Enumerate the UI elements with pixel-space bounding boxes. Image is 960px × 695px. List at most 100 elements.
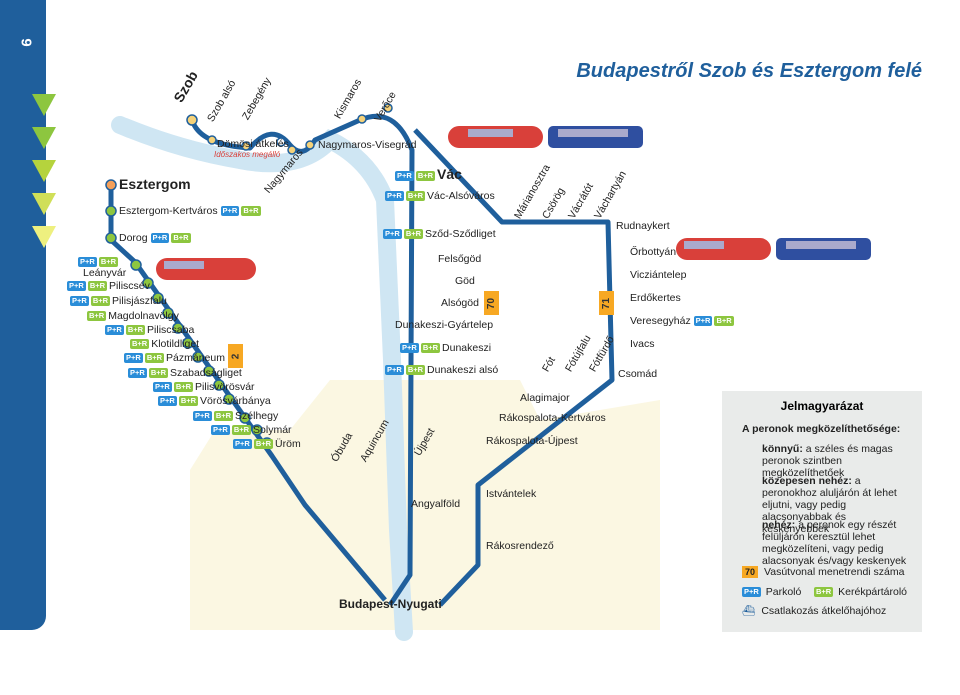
- page-sidebar: 9: [0, 0, 56, 630]
- station-label: Dorog: [119, 232, 148, 244]
- station-dot: [223, 393, 235, 405]
- station-label: Dömösi átkelés: [217, 138, 289, 150]
- parking-badge: P+R: [233, 439, 252, 450]
- station-label: Nagymaros-Visegrád: [318, 139, 417, 151]
- bike-badge: B+R: [241, 206, 261, 217]
- station-label: Alagimajor: [520, 392, 570, 404]
- train-image: [776, 238, 871, 260]
- train-image: [548, 126, 643, 148]
- station-label: Rákosrendező: [486, 540, 554, 552]
- legend-bike-badge: B+R: [814, 587, 834, 598]
- bike-badge: B+R: [231, 425, 252, 436]
- station-label: Pilisvörösvár: [195, 381, 255, 393]
- legend-ferry-text: Csatlakozás átkelőhajóhoz: [761, 605, 887, 617]
- station-dot: [105, 205, 117, 217]
- station-dot: [305, 140, 315, 150]
- station-label: Göd: [455, 275, 475, 287]
- parking-badge: P+R: [78, 257, 97, 268]
- parking-badge: P+R: [693, 316, 713, 327]
- station-label: Vicziántelep: [630, 269, 687, 281]
- parking-badge: P+R: [124, 353, 143, 364]
- station-label: Csomád: [618, 368, 658, 380]
- legend-medium-label: közepesen nehéz:: [762, 475, 852, 487]
- station-label: Pilisjászfalu: [112, 295, 167, 307]
- station-dot-esztergom: [105, 179, 117, 191]
- station-label: Üröm: [275, 438, 301, 450]
- bike-badge: B+R: [213, 411, 234, 422]
- station-label: Piliscsév: [109, 280, 150, 292]
- bike-badge: B+R: [173, 382, 194, 393]
- accessibility-marker-easy: [32, 94, 56, 116]
- parking-badge: P+R: [70, 296, 89, 307]
- station-label: Ivacs: [630, 338, 655, 350]
- bike-badge: B+R: [87, 281, 108, 292]
- station-label: Őrbottyán: [630, 246, 677, 258]
- station-label: Angyalföld: [411, 498, 461, 510]
- legend-easy-text: a széles és magas peronok szintben megkö…: [762, 443, 893, 479]
- parking-badge: P+R: [400, 343, 419, 354]
- station-dot: [130, 259, 142, 271]
- legend-panel: Jelmagyarázat A peronok megközelíthetősé…: [722, 391, 922, 632]
- station-dot: [203, 365, 215, 377]
- accessibility-marker-hard: [32, 226, 56, 248]
- station-label: Vörösvárbánya: [200, 395, 271, 407]
- parking-badge: P+R: [153, 382, 172, 393]
- parking-badge: P+R: [395, 171, 414, 182]
- station-dot: [105, 232, 117, 244]
- legend-timetable-text: Vasútvonal menetrendi száma: [764, 566, 905, 578]
- station-dot: [182, 337, 194, 349]
- station-label: Magdolnavölgy: [108, 310, 179, 322]
- legend-hard-label: nehéz:: [762, 519, 796, 531]
- parking-badge: P+R: [385, 365, 404, 376]
- station-label: Felsőgöd: [438, 253, 482, 265]
- parking-badge: P+R: [385, 191, 404, 202]
- station-dot: [207, 135, 217, 145]
- parking-badge: P+R: [158, 396, 177, 407]
- parking-badge: P+R: [105, 325, 124, 336]
- bike-badge: B+R: [98, 257, 119, 268]
- danube-river: [111, 116, 413, 641]
- station-label: Pázmáneum: [166, 352, 225, 364]
- parking-badge: P+R: [220, 206, 240, 217]
- station-dot: [142, 277, 154, 289]
- station-label: Vác: [437, 166, 462, 182]
- station-label: Erdőkertes: [630, 292, 681, 304]
- line-number-badge: 71: [599, 291, 614, 315]
- station-label: Istvántelek: [486, 488, 537, 500]
- station-dot: [383, 103, 393, 113]
- station-label: Piliscsaba: [147, 324, 195, 336]
- station-label: Solymár: [253, 424, 292, 436]
- station-label: Leányvár: [83, 267, 127, 279]
- line-number-badge: 70: [484, 291, 499, 315]
- station-dot: [192, 351, 204, 363]
- bike-badge: B+R: [405, 365, 426, 376]
- station-dot: [239, 412, 251, 424]
- bike-badge: B+R: [87, 311, 107, 322]
- train-image: [676, 238, 771, 260]
- legend-subtitle: A peronok megközelíthetősége:: [742, 423, 901, 435]
- bike-badge: B+R: [403, 229, 424, 240]
- station-label: Szélhegy: [235, 410, 279, 422]
- bike-badge: B+R: [148, 368, 169, 379]
- station-label: Rudnaykert: [616, 220, 670, 232]
- legend-parking-text: Parkoló: [765, 586, 802, 598]
- bike-badge: B+R: [420, 343, 441, 354]
- parking-badge: P+R: [128, 368, 147, 379]
- station-dot-szob: [186, 114, 198, 126]
- legend-bike-text: Kerékpártároló: [838, 586, 908, 598]
- bike-badge: B+R: [130, 339, 150, 350]
- page-title: Budapestről Szob és Esztergom felé: [576, 60, 922, 82]
- bike-badge: B+R: [178, 396, 199, 407]
- parking-badge: P+R: [211, 425, 230, 436]
- station-label: Alsógöd: [441, 297, 479, 309]
- station-label-terminal: Budapest-Nyugati: [339, 597, 442, 611]
- parking-badge: P+R: [383, 229, 402, 240]
- station-dot: [241, 141, 251, 151]
- legend-medium-text: a peronokhoz aluljárón át lehet eljutni,…: [762, 475, 897, 535]
- ferry-icon: ⛴: [742, 605, 756, 617]
- station-label: Veresegyház: [630, 315, 691, 327]
- station-dot: [213, 379, 225, 391]
- legend-parking-badge: P+R: [742, 587, 761, 598]
- station-label: Esztergom: [119, 176, 191, 192]
